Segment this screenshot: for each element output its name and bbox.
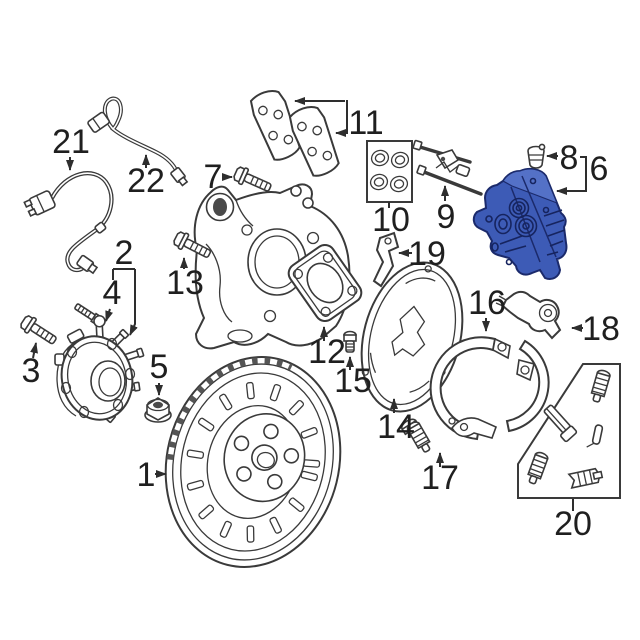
hub-bolt-drawing <box>17 312 61 349</box>
callout-17: 17 <box>421 459 459 497</box>
bleeder-cap-drawing <box>527 143 546 169</box>
pad-retainer-clips-drawing <box>412 139 483 196</box>
brake-rotor-drawing <box>164 356 342 568</box>
abs-sensor-drawing <box>23 171 114 275</box>
callout-leaders <box>30 97 587 511</box>
callout-15: 15 <box>334 362 372 400</box>
callout-20: 20 <box>554 505 592 543</box>
callout-1: 1 <box>137 456 156 494</box>
callout-11: 11 <box>348 104 383 142</box>
callout-19: 19 <box>408 235 446 273</box>
callout-14: 14 <box>377 408 415 446</box>
callout-18: 18 <box>582 310 620 348</box>
parking-brake-shoes-drawing <box>429 336 550 441</box>
brake-caliper-drawing <box>472 167 568 280</box>
callout-6: 6 <box>590 150 609 188</box>
callout-2: 2 <box>115 234 134 272</box>
brake-pads-drawing <box>249 90 340 177</box>
parking-brake-lever-drawing <box>495 290 562 340</box>
callout-10: 10 <box>372 201 410 239</box>
callout-8: 8 <box>560 139 579 177</box>
anchor-plate-drawing <box>287 243 363 323</box>
callout-9: 9 <box>437 198 456 236</box>
callout-21: 21 <box>52 123 90 161</box>
callout-5: 5 <box>150 348 169 386</box>
callout-7: 7 <box>204 158 223 196</box>
bracket-clip-drawing <box>372 231 400 288</box>
shoe-adjuster-drawing <box>401 418 434 456</box>
wheel-stud-drawing <box>74 303 106 328</box>
callout-4: 4 <box>103 274 122 312</box>
sensor-harness-drawing <box>87 96 189 187</box>
callout-16: 16 <box>468 284 506 322</box>
lug-nut-drawing <box>144 397 172 423</box>
callout-22: 22 <box>127 162 165 200</box>
seal-kit-drawing <box>366 140 413 203</box>
callout-12: 12 <box>308 333 346 371</box>
anchor-bolt-drawing <box>343 330 357 353</box>
callout-13: 13 <box>166 264 204 302</box>
hub-assembly-drawing <box>54 318 145 424</box>
callout-labels: 1 2 3 4 5 6 7 8 9 10 11 12 13 14 15 16 1… <box>22 104 620 543</box>
callout-3: 3 <box>22 352 41 390</box>
hardware-kit-drawing <box>517 363 621 499</box>
caliper-bolt-drawing <box>231 164 275 197</box>
